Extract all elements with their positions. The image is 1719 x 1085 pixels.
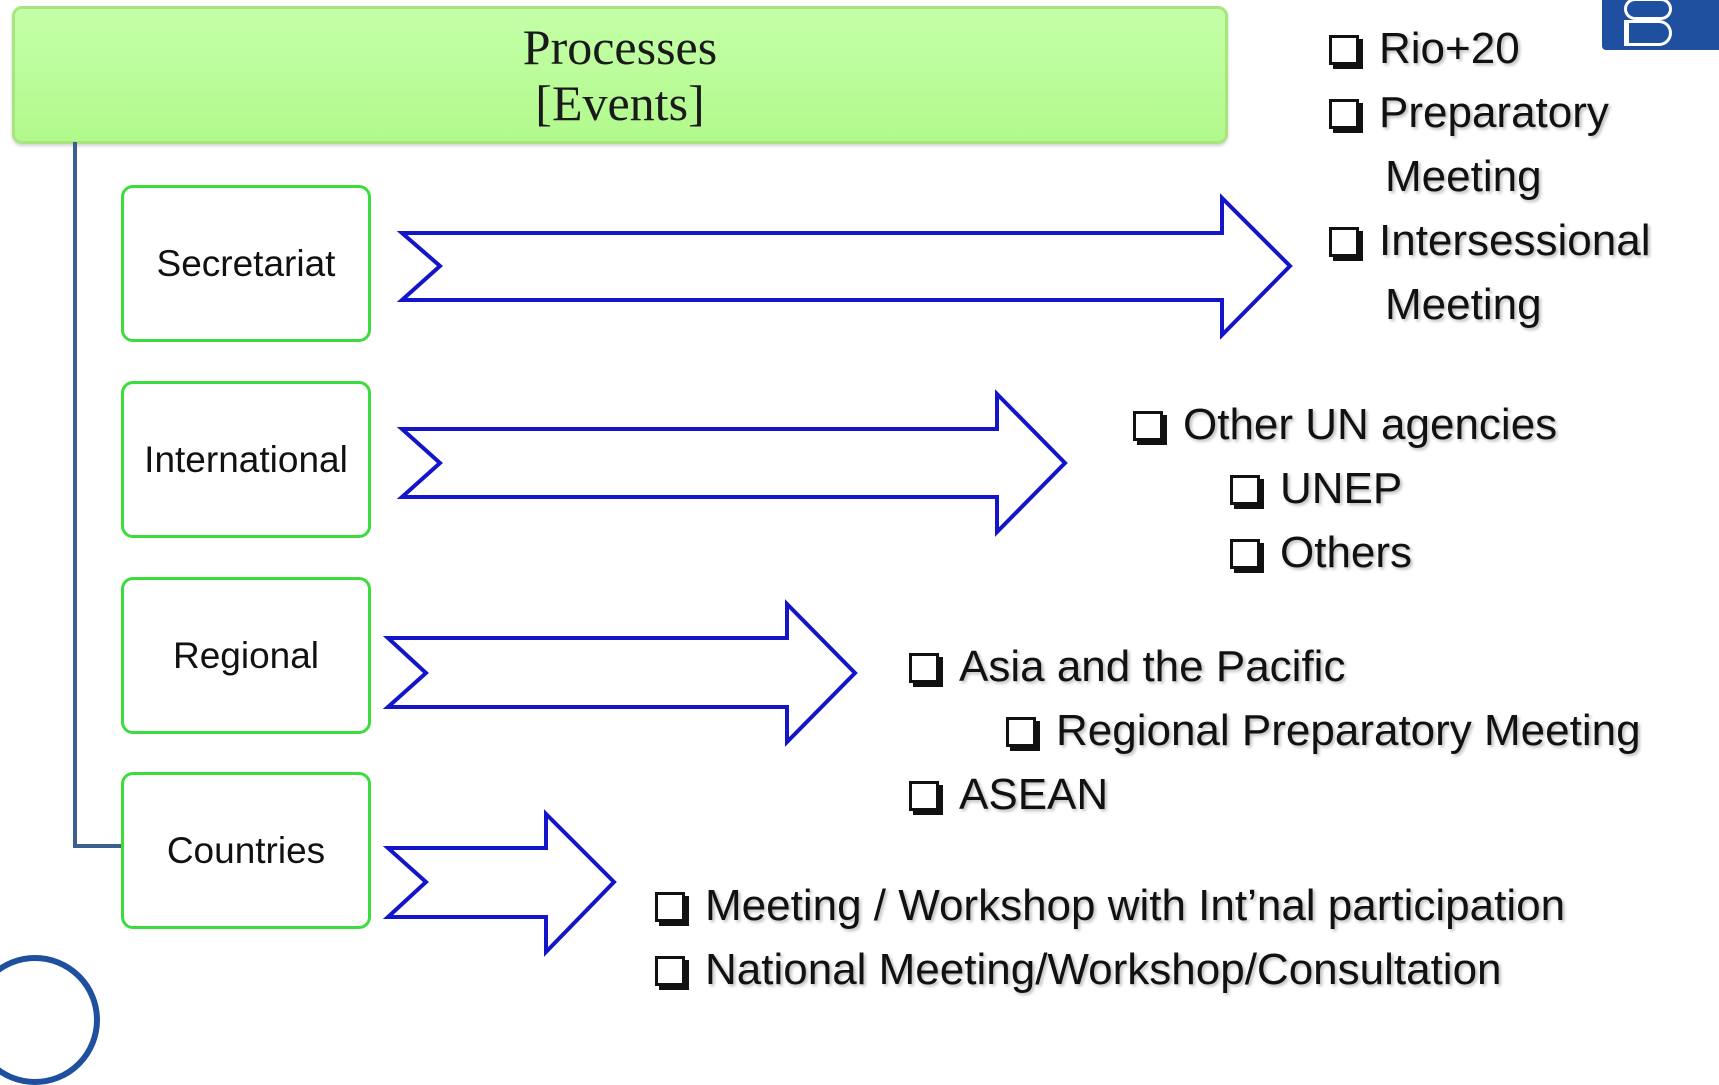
list-item: Others: [1230, 521, 1412, 585]
box-regional: Regional: [121, 577, 371, 734]
box-label: Secretariat: [156, 242, 336, 284]
list-item: Rio+20: [1329, 17, 1520, 81]
checkbox-icon: [1006, 717, 1036, 747]
list-item: Intersessional: [1329, 209, 1650, 273]
processes-header: Processes [Events]: [12, 6, 1228, 144]
trunk-connector: [73, 142, 121, 848]
checkbox-icon: [1230, 539, 1260, 569]
list-item: National Meeting/Workshop/Consultation: [655, 938, 1502, 1002]
list-item: Other UN agencies: [1133, 393, 1557, 457]
checkbox-icon: [1133, 411, 1163, 441]
list-item-continuation: Meeting: [1385, 152, 1542, 201]
box-label: Regional: [172, 634, 320, 676]
header-line-2: [Events]: [535, 75, 705, 131]
checkbox-icon: [909, 781, 939, 811]
arrow-countries: [382, 809, 617, 957]
list-item: UNEP: [1230, 457, 1402, 521]
box-countries: Countries: [121, 772, 371, 929]
arrow-secretariat: [396, 193, 1293, 340]
box-label: Countries: [166, 829, 326, 871]
arrows-layer: [73, 142, 1293, 957]
arrow-regional: [382, 599, 858, 747]
checkbox-icon: [909, 653, 939, 683]
list-item-continuation: Meeting: [1385, 280, 1542, 329]
checkbox-icon: [1329, 99, 1359, 129]
box-international: International: [121, 381, 371, 538]
box-secretariat: Secretariat: [121, 185, 371, 342]
checkbox-icon: [1329, 35, 1359, 65]
logo-top-right: [1602, 0, 1719, 50]
checkbox-icon: [1230, 475, 1260, 505]
checkbox-icon: [655, 892, 685, 922]
list-item: Regional Preparatory Meeting: [1006, 699, 1641, 763]
list-item: Asia and the Pacific: [909, 635, 1345, 699]
arrow-international: [396, 389, 1068, 537]
list-item: Preparatory: [1329, 81, 1609, 145]
box-label: International: [144, 438, 348, 480]
checkbox-icon: [1329, 227, 1359, 257]
header-line-1: Processes: [522, 19, 718, 75]
list-item: Meeting / Workshop with Int’nal particip…: [655, 874, 1565, 938]
checkbox-icon: [655, 956, 685, 986]
list-item: ASEAN: [909, 763, 1108, 827]
